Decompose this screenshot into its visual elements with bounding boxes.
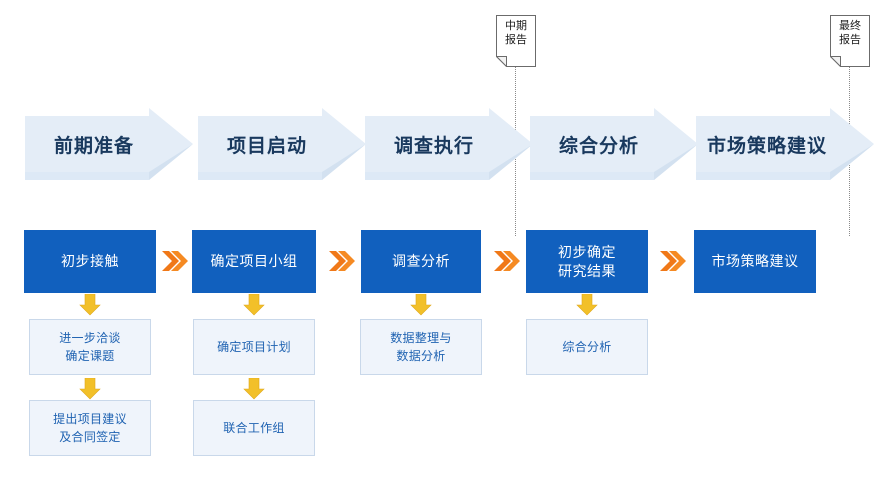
double-chevron-right-icon <box>494 251 520 271</box>
right-arrow-shape-icon <box>365 108 533 180</box>
down-arrow-icon <box>79 293 101 316</box>
chevron-arrow-4 <box>660 249 686 273</box>
note-flag-final-report[interactable]: 最终 报告 <box>830 15 870 67</box>
step-box-5[interactable]: 市场策略建议 <box>694 230 816 293</box>
phase-arrow-4[interactable]: 综合分析 <box>530 108 698 180</box>
note-flag-interim-report[interactable]: 中期 报告 <box>496 15 536 67</box>
phase-arrow-1[interactable]: 前期准备 <box>25 108 193 180</box>
double-chevron-right-icon <box>162 251 188 271</box>
step-box-1[interactable]: 初步接触 <box>24 230 156 293</box>
note-flag-label: 最终 报告 <box>839 20 861 46</box>
chevron-arrow-1 <box>162 249 188 273</box>
phase-arrow-label: 综合分析 <box>558 135 639 157</box>
phase-arrow-label: 调查执行 <box>393 135 474 157</box>
sub-box-col1-2[interactable]: 提出项目建议 及合同签定 <box>29 400 151 456</box>
down-arrow-icon <box>79 377 101 400</box>
down-arrow-col1-a <box>79 293 101 316</box>
step-box-4[interactable]: 初步确定 研究结果 <box>526 230 648 293</box>
phase-arrow-2[interactable]: 项目启动 <box>198 108 366 180</box>
double-chevron-right-icon <box>329 251 355 271</box>
right-arrow-shape-icon <box>198 108 366 180</box>
note-flag-label: 中期 报告 <box>505 20 527 46</box>
down-arrow-icon <box>410 293 432 316</box>
step-box-3[interactable]: 调查分析 <box>361 230 481 293</box>
phase-arrow-label: 市场策略建议 <box>706 135 827 157</box>
sub-box-col2-2[interactable]: 联合工作组 <box>193 400 315 456</box>
sub-box-col3-1[interactable]: 数据整理与 数据分析 <box>360 319 482 375</box>
right-arrow-shape-icon <box>696 108 874 180</box>
double-chevron-right-icon <box>660 251 686 271</box>
sub-box-col1-1[interactable]: 进一步洽谈 确定课题 <box>29 319 151 375</box>
down-arrow-icon <box>243 377 265 400</box>
phase-arrow-5[interactable]: 市场策略建议 <box>696 108 874 180</box>
down-arrow-col4-a <box>576 293 598 316</box>
sub-box-col4-1[interactable]: 综合分析 <box>526 319 648 375</box>
note-page-icon <box>830 15 870 67</box>
chevron-arrow-2 <box>329 249 355 273</box>
down-arrow-icon <box>243 293 265 316</box>
note-page-icon <box>496 15 536 67</box>
right-arrow-shape-icon <box>25 108 193 180</box>
chevron-arrow-3 <box>494 249 520 273</box>
phase-arrow-3[interactable]: 调查执行 <box>365 108 533 180</box>
down-arrow-col2-a <box>243 293 265 316</box>
step-box-2[interactable]: 确定项目小组 <box>192 230 316 293</box>
down-arrow-col3-a <box>410 293 432 316</box>
down-arrow-icon <box>576 293 598 316</box>
down-arrow-col1-b <box>79 377 101 400</box>
down-arrow-col2-b <box>243 377 265 400</box>
sub-box-col2-1[interactable]: 确定项目计划 <box>193 319 315 375</box>
right-arrow-shape-icon <box>530 108 698 180</box>
phase-arrow-label: 项目启动 <box>226 135 307 157</box>
phase-arrow-label: 前期准备 <box>53 135 134 157</box>
